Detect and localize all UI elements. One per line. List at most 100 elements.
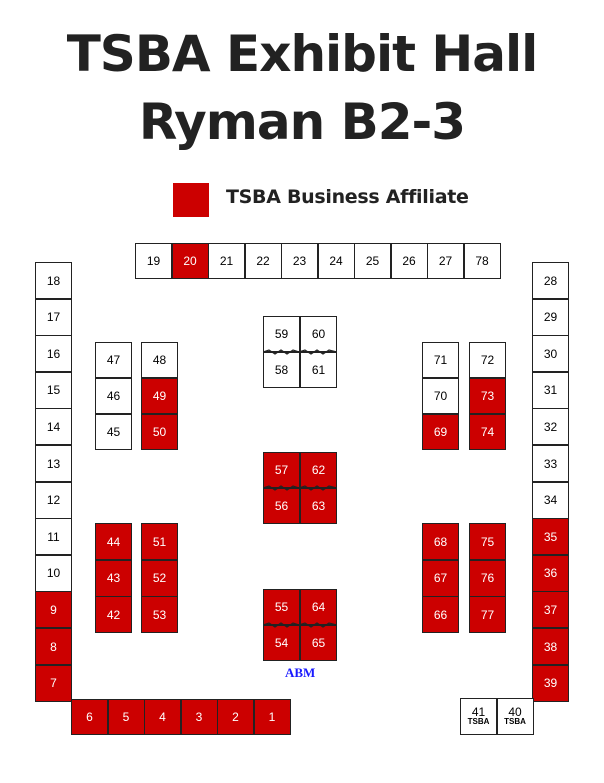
booth-9: 9 <box>35 591 72 629</box>
booth-number: 51 <box>152 534 167 549</box>
booth-23: 23 <box>281 243 318 279</box>
booth-21: 21 <box>208 243 245 279</box>
booth-number: 12 <box>46 493 61 508</box>
booth-number: 52 <box>152 571 167 585</box>
booth-number: 10 <box>46 566 61 581</box>
booth-number: 40 <box>508 704 522 719</box>
booth-7: 7 <box>35 664 72 702</box>
booth-4: 4 <box>144 699 181 735</box>
booth-number: 42 <box>106 607 121 622</box>
legend-swatch <box>173 183 209 217</box>
booth-3: 3 <box>180 699 218 735</box>
booth-number: 13 <box>46 456 61 471</box>
booth-60: 60 <box>300 316 337 352</box>
booth-78: 78 <box>463 243 501 279</box>
booth-number: 34 <box>543 493 558 508</box>
booth-73: 73 <box>469 378 506 414</box>
booth-number: 73 <box>480 389 495 403</box>
booth-number: 78 <box>475 254 489 268</box>
booth-number: 9 <box>50 602 57 617</box>
booth-number: 37 <box>543 602 558 617</box>
booth-39: 39 <box>532 664 569 702</box>
booth-12: 12 <box>35 481 72 519</box>
booth-number: 21 <box>219 254 234 268</box>
booth-number: 18 <box>46 273 61 288</box>
booth-number: 67 <box>433 571 448 585</box>
booth-76: 76 <box>469 559 506 597</box>
booth-number: 57 <box>274 463 289 477</box>
booth-52: 52 <box>141 559 178 597</box>
booth-30: 30 <box>532 335 569 373</box>
booth-19: 19 <box>135 243 172 279</box>
booth-63: 63 <box>300 488 337 524</box>
booth-16: 16 <box>35 335 72 373</box>
booth-number: 50 <box>152 425 167 439</box>
booth-number: 35 <box>543 529 558 544</box>
booth-number: 4 <box>159 710 166 724</box>
booth-58: 58 <box>263 352 300 388</box>
booth-47: 47 <box>95 342 132 378</box>
booth-38: 38 <box>532 628 569 665</box>
booth-number: 19 <box>146 254 161 268</box>
booth-33: 33 <box>532 445 569 482</box>
booth-69: 69 <box>422 414 459 450</box>
booth-number: 68 <box>433 534 448 549</box>
booth-number: 15 <box>46 383 61 398</box>
booth-number: 55 <box>274 600 289 614</box>
booth-54: 54 <box>263 625 300 661</box>
booth-number: 33 <box>543 456 558 471</box>
booth-sub-label: TSBA <box>504 716 526 726</box>
booth-number: 76 <box>480 571 495 585</box>
legend-label: TSBA Business Affiliate <box>226 186 469 208</box>
booth-20: 20 <box>171 243 209 279</box>
booth-45: 45 <box>95 414 132 450</box>
booth-divider <box>263 622 337 628</box>
booth-49: 49 <box>141 378 178 414</box>
abm-label: ABM <box>285 665 316 680</box>
booth-25: 25 <box>354 243 391 279</box>
booth-35: 35 <box>532 518 569 556</box>
booth-6: 6 <box>71 699 108 735</box>
booth-number: 3 <box>195 710 203 724</box>
booth-number: 77 <box>480 607 495 622</box>
booth-75: 75 <box>469 523 506 560</box>
booth-17: 17 <box>35 298 72 336</box>
booth-37: 37 <box>532 591 569 629</box>
booth-number: 28 <box>543 273 558 288</box>
booth-number: 26 <box>402 254 416 268</box>
booth-number: 72 <box>480 353 495 367</box>
page-subtitle: Ryman B2-3 <box>138 93 466 151</box>
booth-72: 72 <box>469 342 506 378</box>
booth-number: 53 <box>152 607 167 622</box>
booth-number: 63 <box>311 499 326 513</box>
booth-number: 61 <box>311 363 326 377</box>
page-title: TSBA Exhibit Hall <box>66 25 539 83</box>
booth-34: 34 <box>532 481 569 519</box>
booth-number: 56 <box>274 499 289 513</box>
booth-number: 11 <box>47 529 60 544</box>
booth-number: 49 <box>152 389 167 403</box>
booth-64: 64 <box>300 589 337 625</box>
booth-number: 32 <box>543 419 558 434</box>
booth-62: 62 <box>300 452 337 488</box>
booth-sub-label: TSBA <box>467 716 490 726</box>
booth-number: 75 <box>480 534 495 549</box>
booth-42: 42 <box>95 596 132 633</box>
booth-number: 8 <box>50 639 57 654</box>
booth-48: 48 <box>141 342 178 378</box>
booth-divider <box>263 349 337 355</box>
booth-number: 66 <box>433 607 448 622</box>
booth-15: 15 <box>35 371 72 409</box>
booth-number: 7 <box>50 676 57 691</box>
booth-44: 44 <box>95 523 132 560</box>
booth-53: 53 <box>141 596 178 633</box>
booth-number: 30 <box>543 346 558 361</box>
booth-number: 39 <box>543 676 558 691</box>
booth-74: 74 <box>469 414 506 450</box>
booth-8: 8 <box>35 628 72 665</box>
booth-number: 47 <box>106 353 121 367</box>
booth-29: 29 <box>532 298 569 336</box>
booth-number: 38 <box>543 639 558 654</box>
booth-number: 29 <box>543 310 558 325</box>
